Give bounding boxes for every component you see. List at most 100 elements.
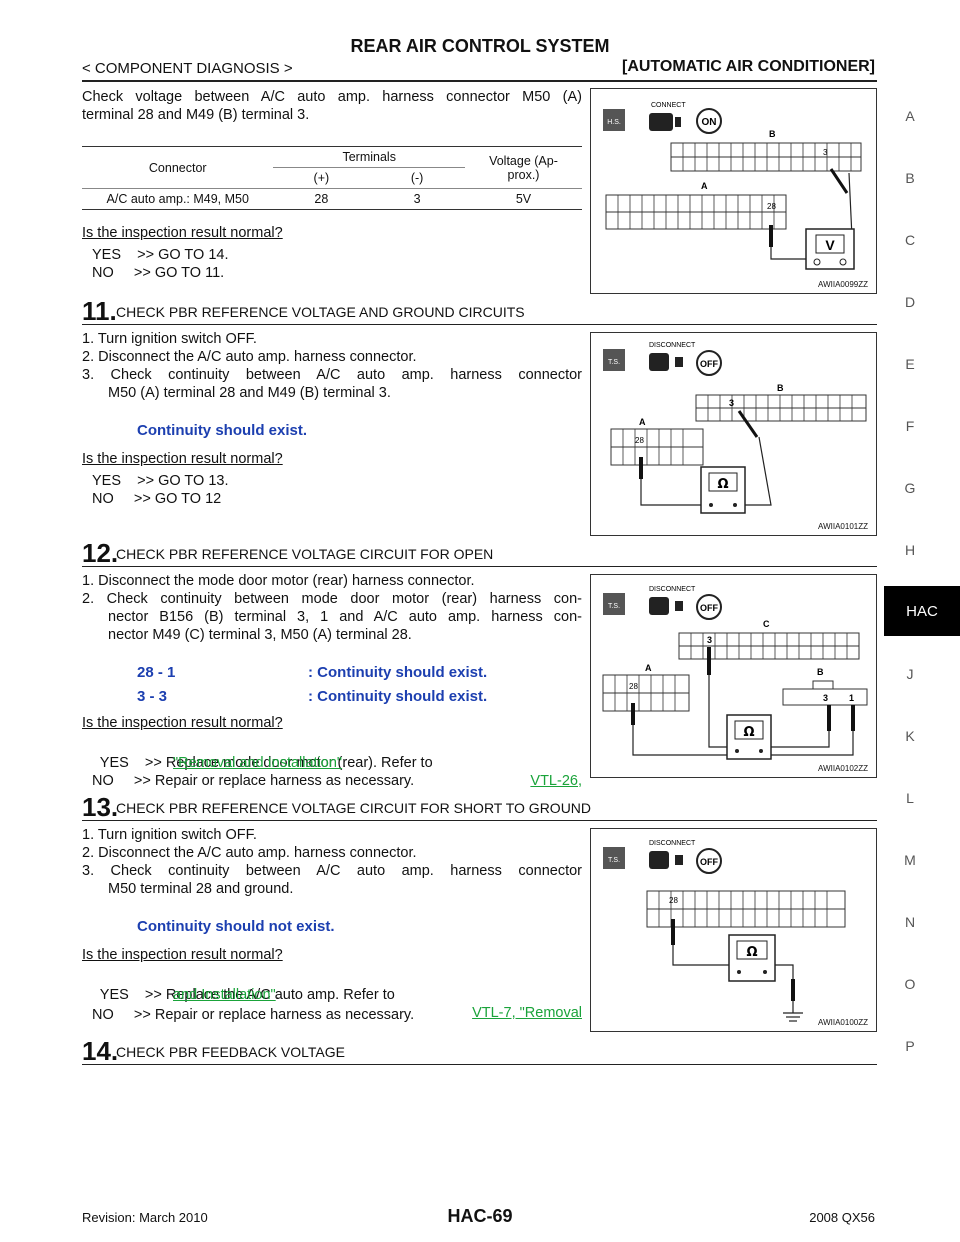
index-letter-b[interactable]: B [905, 170, 915, 186]
step14-rule [82, 1064, 877, 1065]
step12-item1: 1. Disconnect the mode door motor (rear)… [82, 573, 475, 589]
step13-no: NO >> Repair or replace harness as neces… [92, 1007, 415, 1023]
connector-unplug-icon [649, 851, 683, 869]
th-connector: Connector [148, 160, 207, 175]
step12-no: NO >> Repair or replace harness as neces… [92, 773, 415, 789]
fig3-connector-a-pins [614, 675, 676, 711]
fig3-connector-b-grid [782, 680, 868, 706]
connector-b-pins [682, 143, 852, 171]
fig4-pin: 28 [669, 896, 678, 905]
step13-result: Continuity should not exist. [137, 918, 335, 935]
step12-result1-pins: 28 - 1 [137, 664, 176, 681]
step12-result2-text: : Continuity should exist. [308, 688, 488, 705]
step11-item3-cont: M50 (A) terminal 28 and M49 (B) terminal… [108, 385, 391, 401]
step12-number: 12. [82, 538, 119, 568]
step12-item2: 2. Check continuity between mode door mo… [82, 591, 582, 607]
index-letter-j[interactable]: J [906, 666, 914, 682]
step11-question: Is the inspection result normal? [82, 451, 283, 467]
fig2-probe-b-tip [737, 410, 759, 438]
fig3-probe-a-tip [631, 703, 635, 725]
fig3-conn-b: B [817, 667, 824, 677]
index-letter-p[interactable]: P [905, 1038, 915, 1054]
page-number: HAC-69 [447, 1206, 513, 1226]
fig1-pin-a: 28 [767, 202, 776, 211]
step11-item2: 2. Disconnect the A/C auto amp. harness … [82, 349, 417, 365]
index-letter-n[interactable]: N [904, 914, 916, 930]
fig4-code: AWIIA0100ZZ [818, 1018, 868, 1027]
fig2-pin-b: 3 [729, 398, 734, 408]
connector-a-grid [605, 194, 787, 230]
probe-b-tip [829, 168, 849, 194]
step13-item3: 3. Check continuity between A/C auto amp… [82, 863, 582, 879]
figure-open-circuit-check: T.S. DISCONNECT OFF C 3 A 28 B 3 1 [590, 574, 877, 778]
connector-plug-icon [649, 113, 681, 131]
fig2-badge: T.S. [608, 359, 620, 366]
connector-unplug-icon [649, 597, 683, 615]
fig3-pin-b1: 1 [849, 693, 854, 703]
fig3-connector-c-grid [678, 632, 860, 660]
connector-unplug-icon [649, 353, 683, 371]
intro-no: NO >> GO TO 11. [92, 265, 225, 281]
step12-rule [82, 566, 877, 567]
fig1-conn-b: B [769, 129, 776, 139]
ignition-switch-icon: OFF [696, 594, 722, 620]
step13-title: CHECK PBR REFERENCE VOLTAGE CIRCUIT FOR … [116, 800, 592, 816]
step12-yes-end: . [342, 755, 347, 771]
link-vtl-26[interactable]: VTL-26, [530, 773, 582, 789]
th-voltage-line1: Voltage (Ap- [489, 153, 558, 168]
voltmeter-icon: V [805, 228, 855, 270]
step13-yes-end: . [275, 987, 280, 1003]
index-letter-e[interactable]: E [905, 356, 915, 372]
index-letter-c[interactable]: C [904, 232, 916, 248]
ohmmeter-icon: Ω [726, 714, 772, 760]
fig4-badge: T.S. [608, 857, 620, 864]
footer-revision: Revision: March 2010 [82, 1210, 208, 1225]
index-letter-h[interactable]: H [904, 542, 916, 558]
link-removal-installation[interactable]: "Removal and Installation" [173, 755, 343, 771]
index-letter-m[interactable]: M [904, 852, 916, 868]
index-tab-hac[interactable]: HAC [884, 586, 960, 636]
fig1-tag: CONNECT [651, 102, 686, 109]
step11-rule [82, 324, 877, 325]
fig2-meter: Ω [717, 477, 728, 492]
fig2-code: AWIIA0101ZZ [818, 522, 868, 531]
fig1-state: ON [702, 117, 717, 128]
voltage-spec-table: Connector Terminals Voltage (Ap-prox.) (… [82, 146, 582, 210]
header-rule [82, 80, 877, 82]
index-letter-k[interactable]: K [905, 728, 915, 744]
step13-item3-cont: M50 terminal 28 and ground. [108, 881, 294, 897]
probe-a-tip [769, 225, 773, 247]
intro-text-line2: terminal 28 and M49 (B) terminal 3. [82, 107, 310, 123]
step11-title: CHECK PBR REFERENCE VOLTAGE AND GROUND C… [116, 304, 525, 320]
fig3-probe-c-tip [707, 647, 711, 675]
step11-result: Continuity should exist. [137, 422, 308, 439]
index-letter-d[interactable]: D [904, 294, 916, 310]
short-to-ground-diagram: T.S. DISCONNECT OFF 28 Ω [603, 840, 846, 1022]
step11-no: NO >> GO TO 12 [92, 491, 222, 507]
fig4-state: OFF [700, 857, 718, 867]
cell-plus: 28 [314, 192, 329, 206]
fig3-probe-b3-tip [827, 705, 831, 731]
fig1-badge: H.S. [607, 119, 621, 126]
index-letter-l[interactable]: L [906, 790, 914, 806]
step12-yes-cont: "Removal and Installation". [173, 754, 346, 772]
fig1-meter: V [825, 237, 835, 253]
link-vtl-7[interactable]: VTL-7, "Removal [472, 1005, 582, 1021]
fig4-tag: DISCONNECT [649, 840, 696, 847]
intro-question: Is the inspection result normal? [82, 225, 283, 241]
fig2-connector-a-grid [610, 428, 704, 466]
index-letter-o[interactable]: O [904, 976, 916, 992]
step12-title: CHECK PBR REFERENCE VOLTAGE CIRCUIT FOR … [116, 546, 494, 562]
index-letter-a[interactable]: A [905, 108, 915, 124]
fig4-meter: Ω [746, 945, 757, 960]
figure-voltage-check: H.S. CONNECT ON B 3 A [590, 88, 877, 294]
fig2-conn-a: A [639, 417, 646, 427]
ts-badge-icon: T.S. [603, 349, 625, 371]
th-voltage-line2: prox.) [507, 167, 540, 182]
index-letter-g[interactable]: G [904, 480, 916, 496]
step12-result2-pins: 3 - 3 [137, 688, 168, 705]
th-voltage: Voltage (Ap-prox.) [465, 147, 582, 189]
link-and-installation[interactable]: and Installation" [173, 987, 276, 1003]
cell-voltage: 5V [515, 192, 532, 206]
index-letter-f[interactable]: F [905, 418, 915, 434]
